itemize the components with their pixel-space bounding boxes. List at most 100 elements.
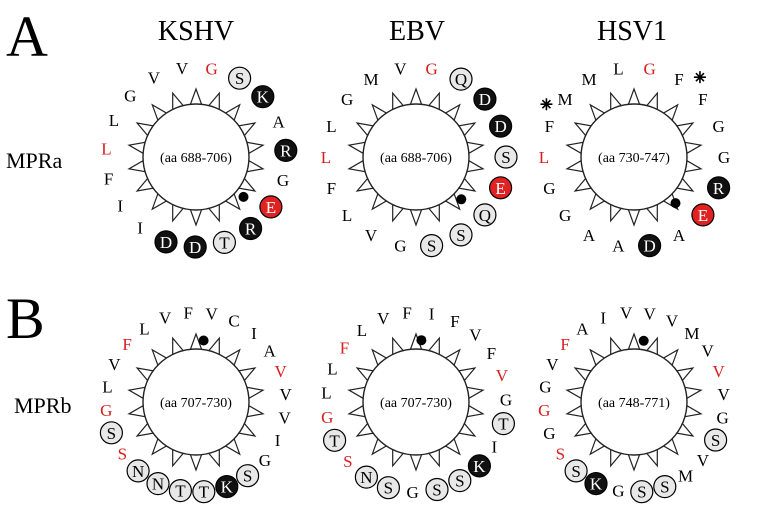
residue-S: S: [376, 476, 400, 500]
residue-circle: [706, 176, 731, 200]
residue-letter: A: [673, 226, 686, 245]
residue-F: F: [487, 344, 496, 363]
residue-letter: L: [321, 384, 331, 403]
residue-S: S: [420, 234, 444, 258]
residue-circle: [239, 216, 263, 241]
residue-K: K: [251, 85, 275, 109]
residue-I: I: [275, 431, 281, 450]
residue-G: G: [543, 424, 555, 443]
residue-letter: L: [357, 321, 367, 340]
residue-letter: G: [543, 179, 555, 198]
residue-circle: [236, 464, 260, 488]
residue-circle: [146, 472, 170, 496]
residue-circle: [637, 234, 662, 258]
column-title-hsv1: HSV1: [597, 16, 667, 47]
helix-start-dot: [670, 198, 681, 209]
residue-L: L: [327, 360, 337, 379]
residue-circle: [228, 66, 252, 90]
residue-E: E: [691, 203, 715, 227]
residue-letter: F: [674, 70, 683, 89]
residue-letter: S: [235, 69, 244, 88]
residue-letter: S: [343, 452, 352, 471]
residue-letter: V: [496, 366, 509, 385]
residue-M: M: [558, 90, 573, 109]
residue-letter: V: [365, 226, 378, 245]
residue-circle: [691, 203, 715, 227]
residue-D: D: [473, 87, 497, 111]
residue-I: I: [429, 304, 435, 323]
residue-F: F: [327, 179, 336, 198]
residue-letter: S: [384, 479, 393, 498]
residue-letter: G: [321, 408, 333, 427]
residue-G: G: [277, 171, 289, 190]
residue-letter: G: [538, 401, 550, 420]
residue-A: A: [583, 226, 596, 245]
residue-letter: G: [718, 148, 730, 167]
residue-letter: D: [189, 238, 201, 257]
residue-letter: V: [712, 362, 725, 381]
residue-L: L: [342, 206, 352, 225]
residue-L: L: [321, 384, 331, 403]
residue-G: G: [205, 59, 217, 78]
residue-range-label: (aa 688-706): [380, 151, 452, 166]
residue-V: V: [546, 355, 559, 374]
residue-G: G: [406, 483, 418, 502]
residue-letter: C: [228, 311, 239, 330]
residue-S: S: [630, 480, 654, 504]
residue-letter: L: [539, 148, 549, 167]
residue-Q: Q: [473, 203, 497, 227]
row-label-mprb: MPRb: [14, 393, 71, 418]
asterisk-mark: [540, 98, 553, 111]
residue-S: S: [343, 452, 352, 471]
residue-letter: M: [678, 467, 693, 486]
residue-S: S: [494, 145, 518, 169]
residue-letter: V: [718, 385, 731, 404]
residue-letter: V: [159, 308, 172, 327]
helix-core-circle: [580, 103, 688, 211]
residue-V: V: [469, 325, 482, 344]
helix-star-polygon: [347, 87, 485, 227]
row-label-mpra: MPRa: [6, 148, 62, 173]
residue-L: L: [101, 140, 111, 159]
residue-circle: [489, 114, 513, 138]
residue-letter: K: [590, 475, 603, 494]
residue-letter: I: [600, 308, 606, 327]
residue-letter: G: [539, 377, 551, 396]
residue-letter: S: [556, 445, 565, 464]
residue-letter: V: [666, 311, 679, 330]
residue-circle: [653, 475, 677, 499]
residue-L: L: [613, 59, 623, 78]
residue-letter: D: [160, 233, 172, 252]
residue-letter: A: [576, 319, 589, 338]
residue-F: F: [402, 303, 411, 322]
residue-range-label: (aa 688-706): [160, 151, 232, 166]
residue-G: G: [712, 117, 724, 136]
residue-M: M: [678, 467, 693, 486]
residue-letter: R: [245, 220, 257, 239]
residue-S: S: [703, 428, 728, 452]
residue-letter: G: [425, 59, 437, 78]
residue-A: A: [576, 319, 589, 338]
residue-V: V: [643, 304, 656, 323]
residue-circle: [354, 465, 378, 489]
residue-letter: S: [501, 148, 510, 167]
residue-S: S: [118, 445, 127, 464]
residue-letter: G: [500, 390, 512, 409]
residue-range-label: (aa 707-730): [160, 396, 232, 411]
residue-T: T: [212, 230, 236, 254]
residue-V: V: [274, 362, 287, 381]
residue-letter: S: [571, 462, 580, 481]
residue-E: E: [489, 176, 513, 200]
helix-core-circle: [362, 348, 470, 456]
residue-letter: R: [280, 141, 292, 160]
helix-star-polygon: [565, 87, 703, 227]
residue-letter: V: [377, 309, 390, 328]
residue-circle: [473, 203, 497, 227]
residue-letter: I: [275, 431, 281, 450]
residue-letter: S: [118, 445, 127, 464]
residue-G: G: [124, 86, 136, 105]
residue-letter: M: [684, 324, 699, 343]
